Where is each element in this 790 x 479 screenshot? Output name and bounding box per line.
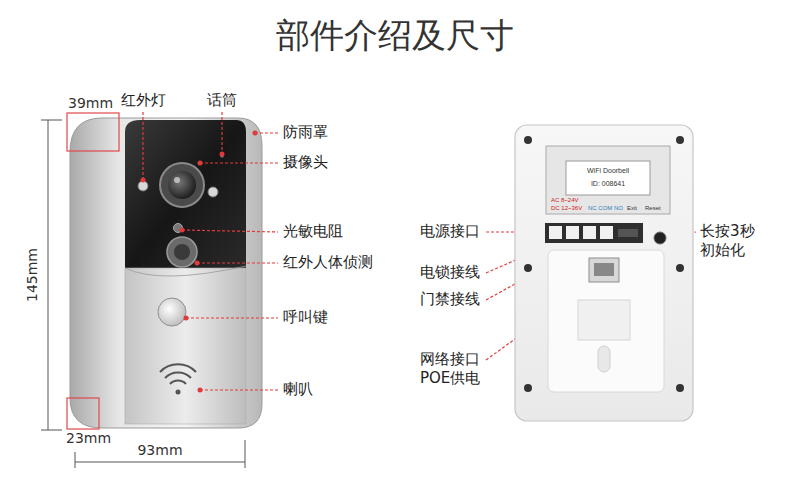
dimension: 145mm — [24, 248, 42, 302]
sticker-text: Exit — [627, 205, 637, 211]
sticker-text: WiFi Doorbell — [587, 167, 629, 174]
part-name: 红外人体侦测 — [283, 253, 373, 272]
sticker-text: ID: 008641 — [591, 180, 625, 187]
part-name: 摄像头 — [283, 153, 328, 172]
part-name: 红外灯 — [121, 91, 166, 110]
sticker-text: AC 8~24V — [551, 197, 579, 203]
part-name: 防雨罩 — [283, 123, 328, 142]
part-name: 光敏电阻 — [283, 222, 343, 241]
dimension: 39mm — [68, 95, 113, 113]
part-name: 喇叭 — [283, 380, 313, 399]
part-name: 呼叫键 — [283, 308, 328, 327]
dimension: 93mm — [137, 442, 182, 460]
sticker-text: Reset — [645, 205, 661, 211]
doorbell-front — [70, 118, 262, 428]
part-name: 门禁接线 — [420, 290, 480, 309]
dimension-lines — [41, 113, 245, 468]
part-name: 电锁接线 — [420, 263, 480, 282]
sticker-text: NC COM NO — [588, 205, 623, 211]
dimension: 23mm — [66, 430, 111, 448]
part-name: 话筒 — [207, 91, 237, 110]
sticker-text: DC 12~36V — [551, 205, 582, 211]
part-name: 电源接口 — [420, 222, 480, 241]
part-name: 长按3秒 初始化 — [700, 222, 764, 260]
part-name: 网络接口 POE供电 — [420, 350, 494, 388]
doorbell-back — [515, 125, 693, 421]
title: 部件介绍及尺寸 — [276, 14, 514, 57]
